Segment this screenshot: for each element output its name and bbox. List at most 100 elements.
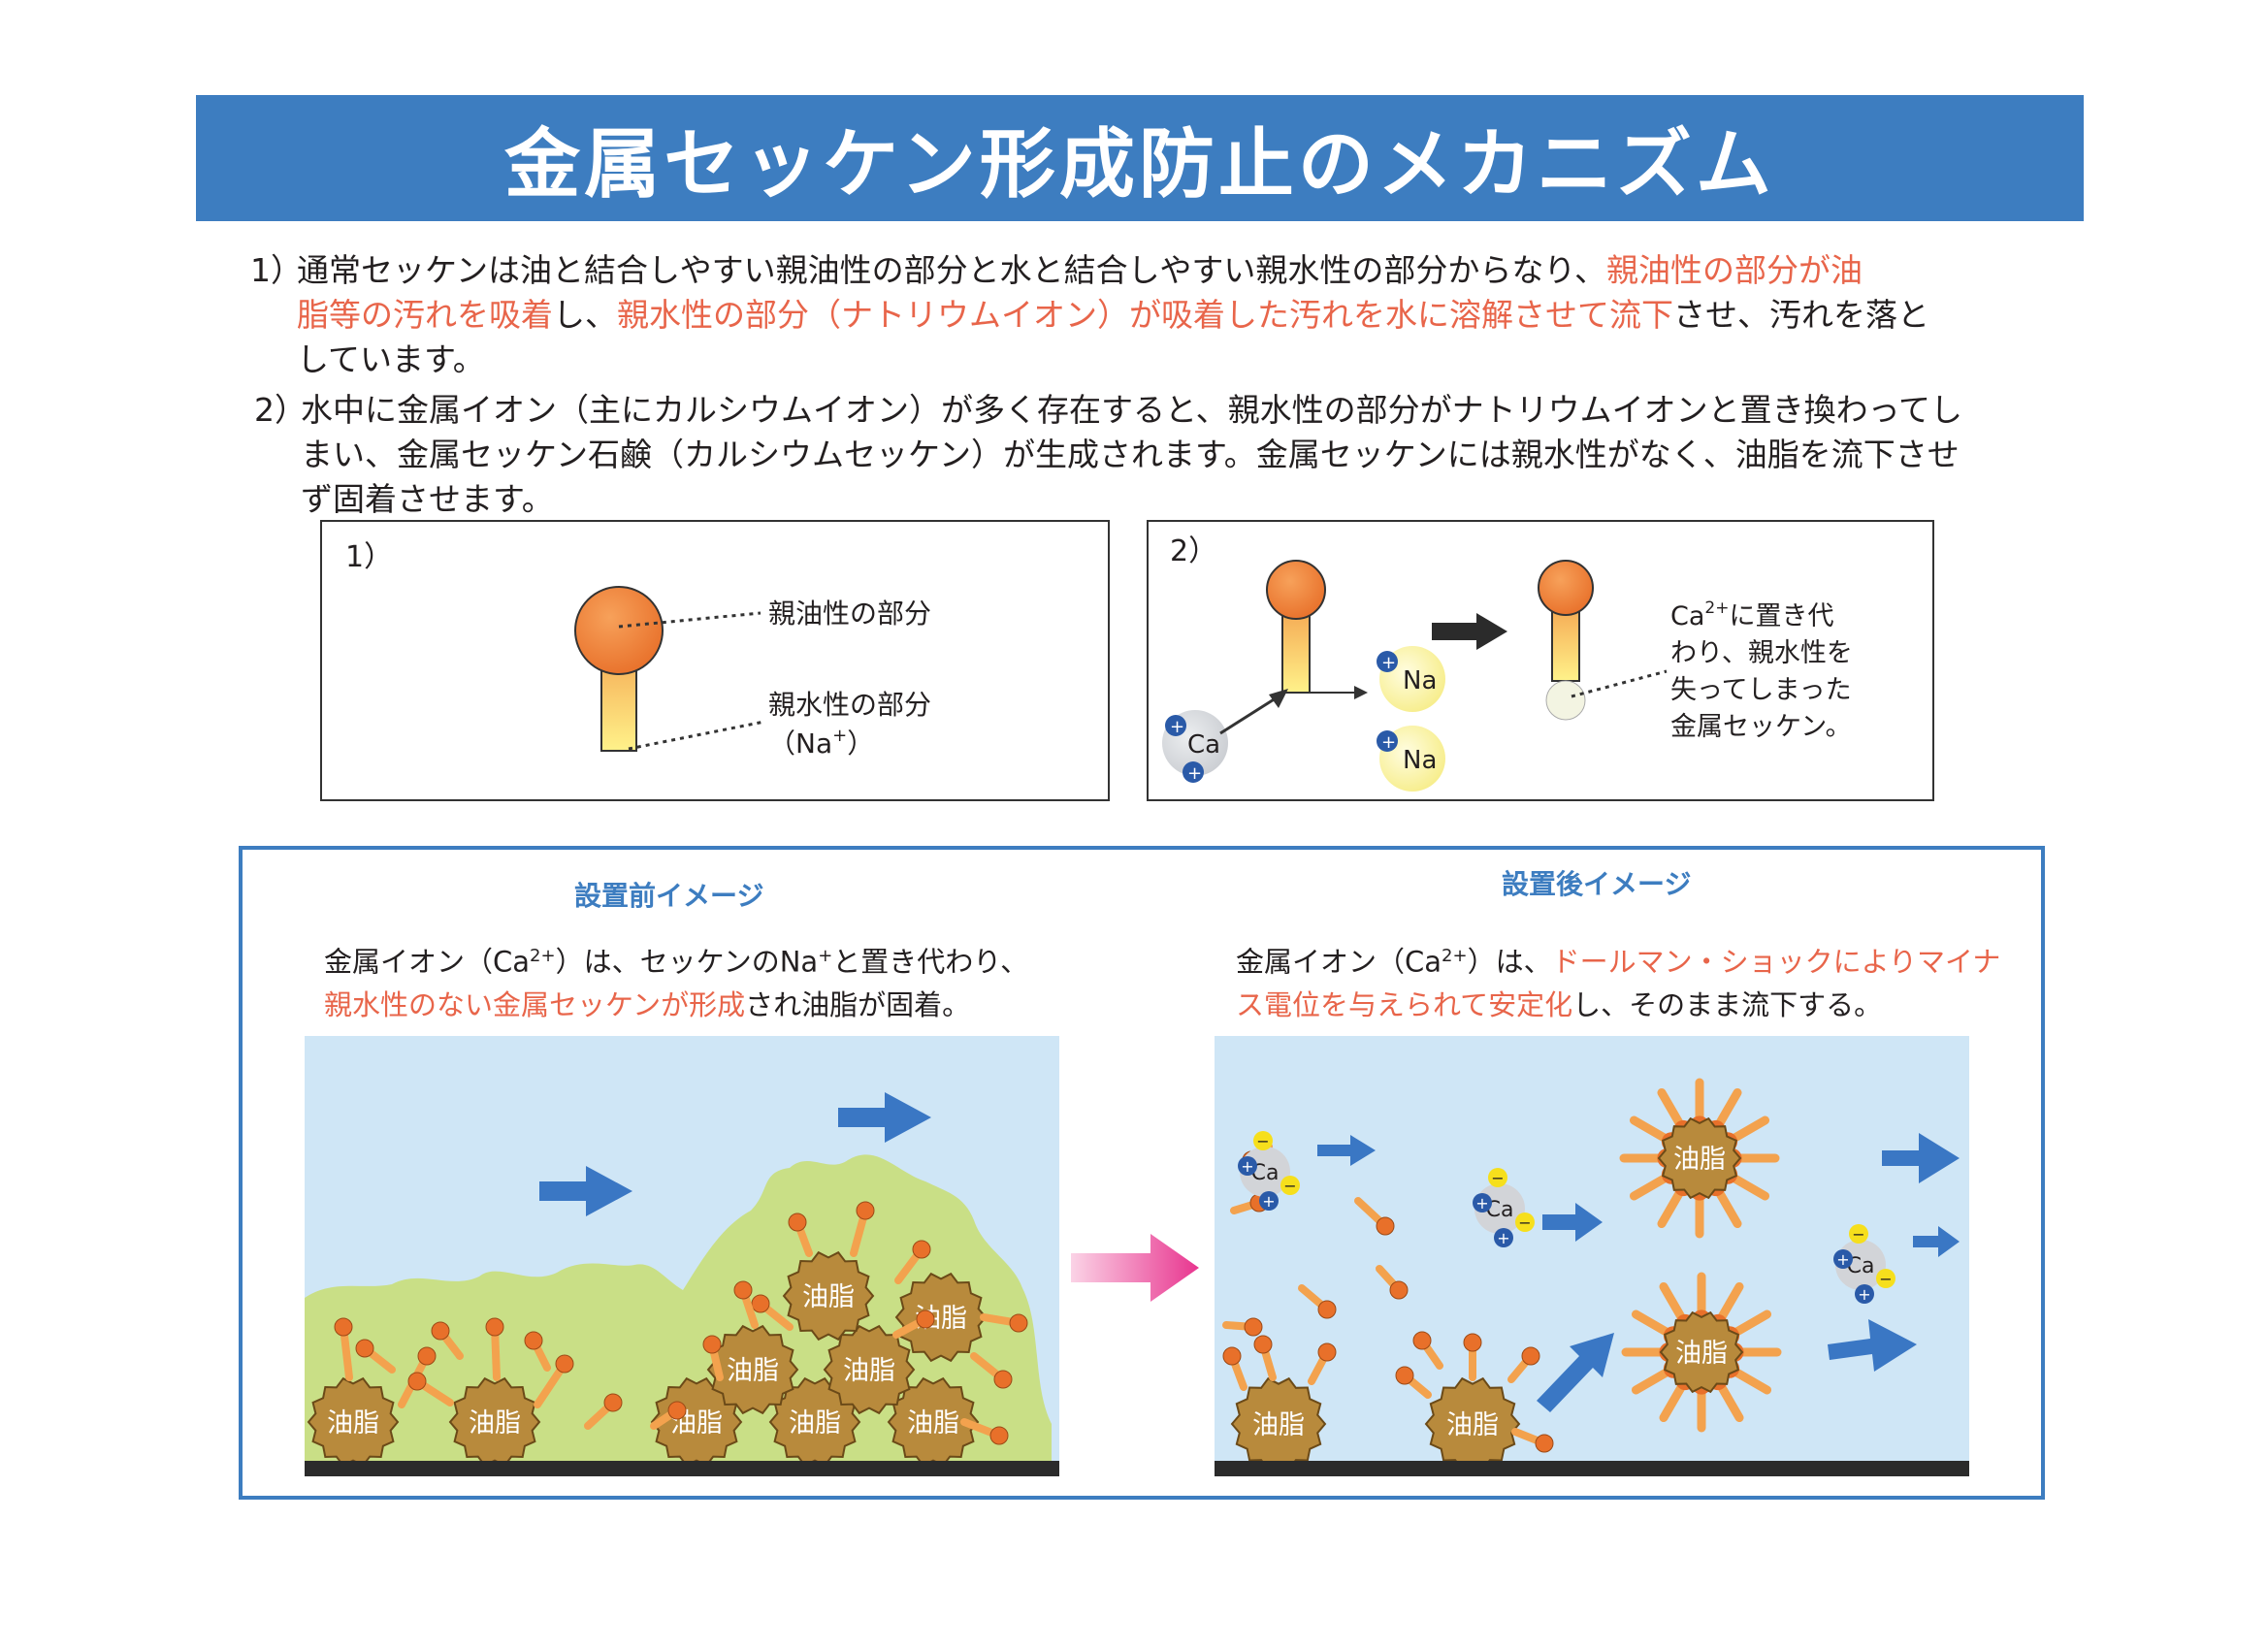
soap-stem: [1631, 1366, 1674, 1395]
minus-sign: −: [1256, 1132, 1269, 1150]
before-caption: 金属イオン（Ca2+）は、セッケンのNa+と置き代わり、 親水性のない金属セッケ…: [324, 935, 1028, 1026]
oil-label: 油脂: [907, 1408, 959, 1439]
soap-head: [1244, 1317, 1263, 1337]
diagram-2-label: 2）: [1170, 534, 1217, 568]
after-caption: 金属イオン（Ca2+）は、ドールマン・ショックによりマイナ ス電位を与えられて安…: [1236, 935, 2000, 1026]
soap-stem: [1729, 1366, 1772, 1395]
oil-clump: [894, 1272, 988, 1363]
plus-sign: +: [1381, 653, 1396, 673]
soap-stem: [1659, 1379, 1688, 1423]
soap-head: [524, 1331, 543, 1350]
minus-sign: −: [1852, 1225, 1864, 1244]
transform-arrow: [1432, 613, 1507, 650]
soap-head: [1463, 1333, 1482, 1352]
pink-arrow: [1071, 1234, 1199, 1302]
paragraph-2: 2） 水中に金属イオン（主にカルシウムイオン）が多く存在すると、親水性の部分がナ…: [254, 388, 1962, 522]
minus-sign: −: [1283, 1177, 1296, 1195]
plus-charge: [1377, 651, 1398, 672]
soap-stem: [1659, 1281, 1688, 1325]
soap-head: [751, 1294, 770, 1313]
soap-stem: [1631, 1310, 1674, 1339]
soap-head: [334, 1317, 353, 1337]
minus-charge: [1253, 1131, 1273, 1150]
page-title: 金属セッケン形成防止のメカニズム: [504, 121, 1775, 209]
oil-clump: [1659, 1310, 1744, 1394]
soap-head: [555, 1354, 574, 1374]
transition-arrow: [1071, 1234, 1199, 1302]
flow-arrow: [1542, 1203, 1603, 1242]
plus-charge: [1473, 1193, 1492, 1212]
soap-head: [1521, 1346, 1540, 1366]
soap-head: [989, 1426, 1009, 1445]
oil-label: 油脂: [802, 1282, 855, 1312]
oil-clump: [782, 1250, 875, 1342]
soap-head: [417, 1346, 437, 1366]
exchange-arrowhead: [1269, 689, 1288, 708]
flow-arrow: [1913, 1226, 1960, 1257]
plus-charge: [1238, 1156, 1257, 1176]
flow-arrow: [539, 1166, 632, 1216]
after-caption-line2: ス電位を与えられて安定化し、そのまま流下する。: [1236, 987, 1883, 1021]
metal-soap-note-line3: 失ってしまった: [1670, 675, 1852, 705]
leader-line: [1571, 669, 1668, 698]
soap-head: [431, 1321, 450, 1341]
paragraph-2-line: 水中に金属イオン（主にカルシウムイオン）が多く存在すると、親水性の部分がナトリウ…: [301, 391, 1963, 429]
soap-head: [485, 1317, 504, 1337]
soap-stem: [1657, 1087, 1686, 1131]
pipe-floor: [1215, 1461, 1969, 1476]
soap-head: [1009, 1313, 1028, 1333]
oil-clump: [307, 1376, 400, 1468]
soap-head: [788, 1212, 807, 1232]
diagram-1-label: 1）: [345, 540, 393, 574]
oil-label: 油脂: [327, 1408, 379, 1439]
paragraph-2-number: 2）: [254, 391, 307, 429]
soap-head: [993, 1370, 1013, 1389]
after-particles: 油脂油脂油脂油脂Ca++−−Ca++−−Ca++−−: [1222, 1078, 1895, 1471]
paragraph-2-line: まい、金属セッケン石鹸（カルシウムセッケン）が生成されます。金属セッケンには親水…: [301, 436, 1960, 473]
oil-clump: [1657, 1116, 1742, 1200]
metal-soap-note-line2: わり、親水性を: [1670, 638, 1853, 668]
diagram-1-box: 1） 親油性の部分 親水性の部分 （Na+）: [320, 520, 1110, 801]
after-heading: 設置後イメージ: [1502, 868, 1692, 900]
soap-head: [856, 1201, 875, 1220]
flow-arrows: [539, 1092, 931, 1216]
soap-head: [1412, 1331, 1432, 1350]
paragraph-1-line: 脂等の汚れを吸着し、親水性の部分（ナトリウムイオン）が吸着した汚れを水に溶解させ…: [250, 293, 1929, 338]
lipophilic-head: [574, 586, 664, 675]
flow-arrow: [1537, 1333, 1614, 1412]
oil-clump: [823, 1324, 916, 1415]
paragraph-2-line: ず固着させます。: [301, 480, 554, 518]
after-scene: 油脂油脂油脂油脂Ca++−−Ca++−−Ca++−−: [1215, 1036, 1969, 1476]
flow-arrow: [1882, 1133, 1960, 1183]
plus-charge: [1377, 730, 1398, 752]
flow-arrow: [1317, 1135, 1376, 1166]
body-text: し、: [553, 296, 617, 334]
before-caption-line2: 親水性のない金属セッケンが形成され油脂が固着。: [324, 987, 971, 1021]
plus-charge: [1259, 1191, 1279, 1211]
soap-head: [355, 1339, 374, 1358]
plus-sign: +: [1858, 1285, 1870, 1304]
oil-clump: [1230, 1376, 1327, 1471]
minus-charge: [1488, 1168, 1507, 1187]
oil-label: 油脂: [469, 1408, 521, 1439]
soap-head: [1317, 1300, 1337, 1319]
na-ion-label: Na: [1403, 746, 1437, 775]
metal-soap-head: [1538, 560, 1594, 616]
flow-arrow: [1828, 1319, 1917, 1372]
minus-sign: −: [1879, 1270, 1892, 1288]
soap-molecule-diagram: 1） 親油性の部分 親水性の部分 （Na+）: [345, 540, 931, 760]
oil-label: 油脂: [843, 1356, 895, 1386]
slime-layer: [305, 1263, 731, 1476]
hydrophilic-label: 親水性の部分: [768, 689, 931, 721]
before-scene: 油脂油脂油脂油脂油脂油脂油脂油脂油脂: [305, 1036, 1059, 1476]
plus-charge: [1855, 1284, 1874, 1304]
body-text: させ、汚れを落と: [1673, 296, 1929, 334]
minus-sign: −: [1518, 1213, 1531, 1232]
plus-sign: +: [1187, 763, 1202, 784]
body-text: しています。: [297, 340, 485, 378]
plus-charge: [1833, 1249, 1853, 1269]
oil-label: 油脂: [1252, 1410, 1305, 1440]
oil-label: 油脂: [789, 1408, 841, 1439]
oil-label: 油脂: [727, 1356, 779, 1386]
metal-soap-end: [1545, 680, 1586, 721]
